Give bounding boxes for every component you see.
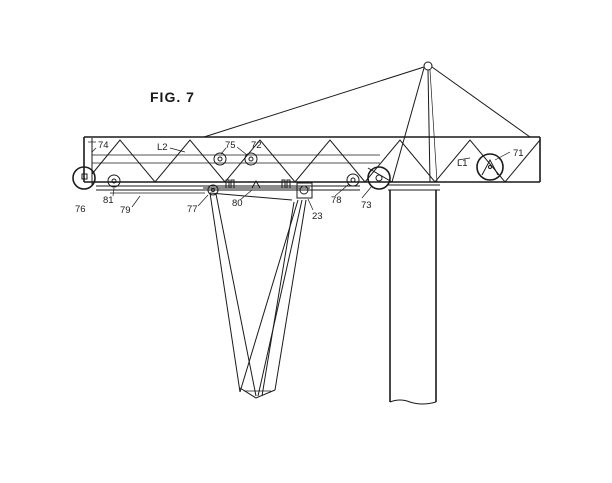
label-77: 77: [187, 204, 198, 215]
pulley-75: [213, 152, 227, 166]
label-75: 75: [225, 140, 236, 151]
leader-lines: [91, 146, 511, 211]
label-73: 73: [361, 200, 372, 211]
label-71: 71: [513, 148, 524, 159]
label-74: 74: [98, 140, 109, 151]
pulley-81: [107, 174, 121, 188]
hook-ropes: [209, 192, 307, 399]
mast-pendants: [203, 61, 531, 183]
label-72: 72: [251, 140, 262, 151]
label-23: 23: [312, 211, 323, 222]
label-80: 80: [232, 198, 243, 209]
label-78: 78: [331, 195, 342, 206]
pulley-76: [72, 166, 96, 190]
label-81: 81: [103, 195, 114, 206]
trolley: [203, 179, 313, 199]
tower: [388, 184, 440, 405]
label-L2: L2: [157, 142, 168, 153]
pulley-78: [346, 173, 360, 187]
label-L1: L1: [457, 158, 468, 169]
pulley-72: [244, 152, 258, 166]
figure-title: FIG. 7: [150, 89, 195, 105]
jib-truss: [83, 136, 541, 183]
label-76: 76: [75, 204, 86, 215]
label-79: 79: [120, 205, 131, 216]
pulley-71: [476, 153, 504, 181]
trolley-track: [88, 138, 360, 194]
pulley-73: [367, 166, 393, 190]
